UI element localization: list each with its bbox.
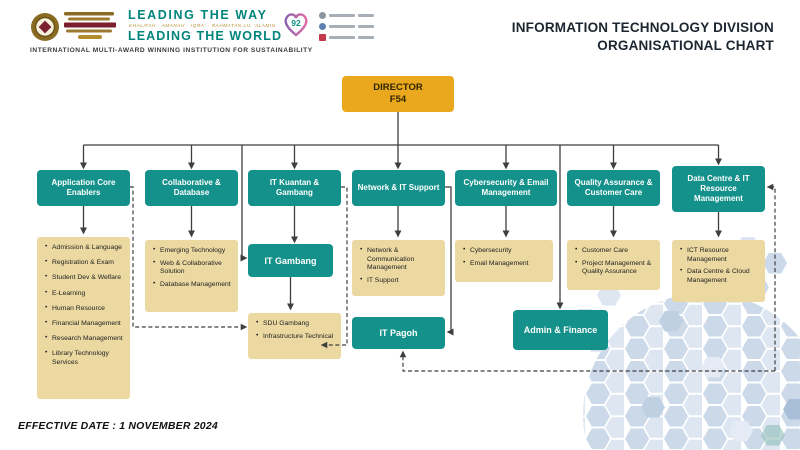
units-cybersecurity-email: Cybersecurity Email Management	[455, 240, 553, 282]
brand-slogan-line1: LEADING THE WAY	[128, 8, 268, 22]
brand-slogan-line2: LEADING THE WORLD	[128, 29, 283, 44]
units-collaborative-database: Emerging Technology Web & Collaborative …	[145, 240, 238, 312]
unit-it-pagoh: IT Pagoh	[352, 317, 445, 349]
dept-cybersecurity-email: Cybersecurity & Email Management	[455, 170, 557, 206]
page-title-line1: INFORMATION TECHNOLOGY DIVISION	[511, 20, 774, 35]
director-grade: F54	[389, 94, 407, 105]
units-data-centre-it-resource: ICT Resource Management Data Centre & Cl…	[672, 240, 765, 302]
dept-it-kuantan-gambang: IT Kuantan & Gambang	[248, 170, 341, 206]
anniversary-heart-icon: 92	[284, 13, 308, 37]
director-box: DIRECTOR F54	[342, 76, 454, 112]
units-network-it-support: Network & Communication Management IT Su…	[352, 240, 445, 296]
partner-logos	[319, 9, 375, 41]
units-sdu-gambang: SDU Gambang Infrastructure Technical	[248, 313, 341, 359]
page-title: INFORMATION TECHNOLOGY DIVISION ORGANISA…	[512, 19, 774, 54]
brand-tagline: KHALIFAH · AMANAH · IQRA' · RAHMATAN LIL…	[129, 22, 276, 28]
brand-subtitle: INTERNATIONAL MULTI-AWARD WINNING INSTIT…	[30, 47, 313, 54]
unit-it-gambang: IT Gambang	[248, 244, 333, 277]
units-application-core-enablers: Admission & Language Registration & Exam…	[37, 237, 130, 399]
dept-data-centre-it-resource: Data Centre & IT Resource Management	[672, 166, 765, 212]
page-title-line2: ORGANISATIONAL CHART	[597, 37, 774, 53]
svg-text:92: 92	[291, 18, 301, 28]
director-title: DIRECTOR	[373, 81, 423, 93]
dept-quality-assurance-customer-care: Quality Assurance & Customer Care	[567, 170, 660, 206]
unit-admin-finance: Admin & Finance	[513, 310, 608, 350]
dept-collaborative-database: Collaborative & Database	[145, 170, 238, 206]
dept-network-it-support: Network & IT Support	[352, 170, 445, 206]
units-quality-assurance-customer-care: Customer Care Project Management & Quali…	[567, 240, 660, 290]
university-logo-block: LEADING THE WAY KHALIFAH · AMANAH · IQRA…	[28, 8, 375, 45]
dept-application-core-enablers: Application Core Enablers	[37, 170, 130, 206]
university-emblem-icon	[31, 12, 116, 41]
effective-date: EFFECTIVE DATE : 1 NOVEMBER 2024	[18, 420, 218, 432]
